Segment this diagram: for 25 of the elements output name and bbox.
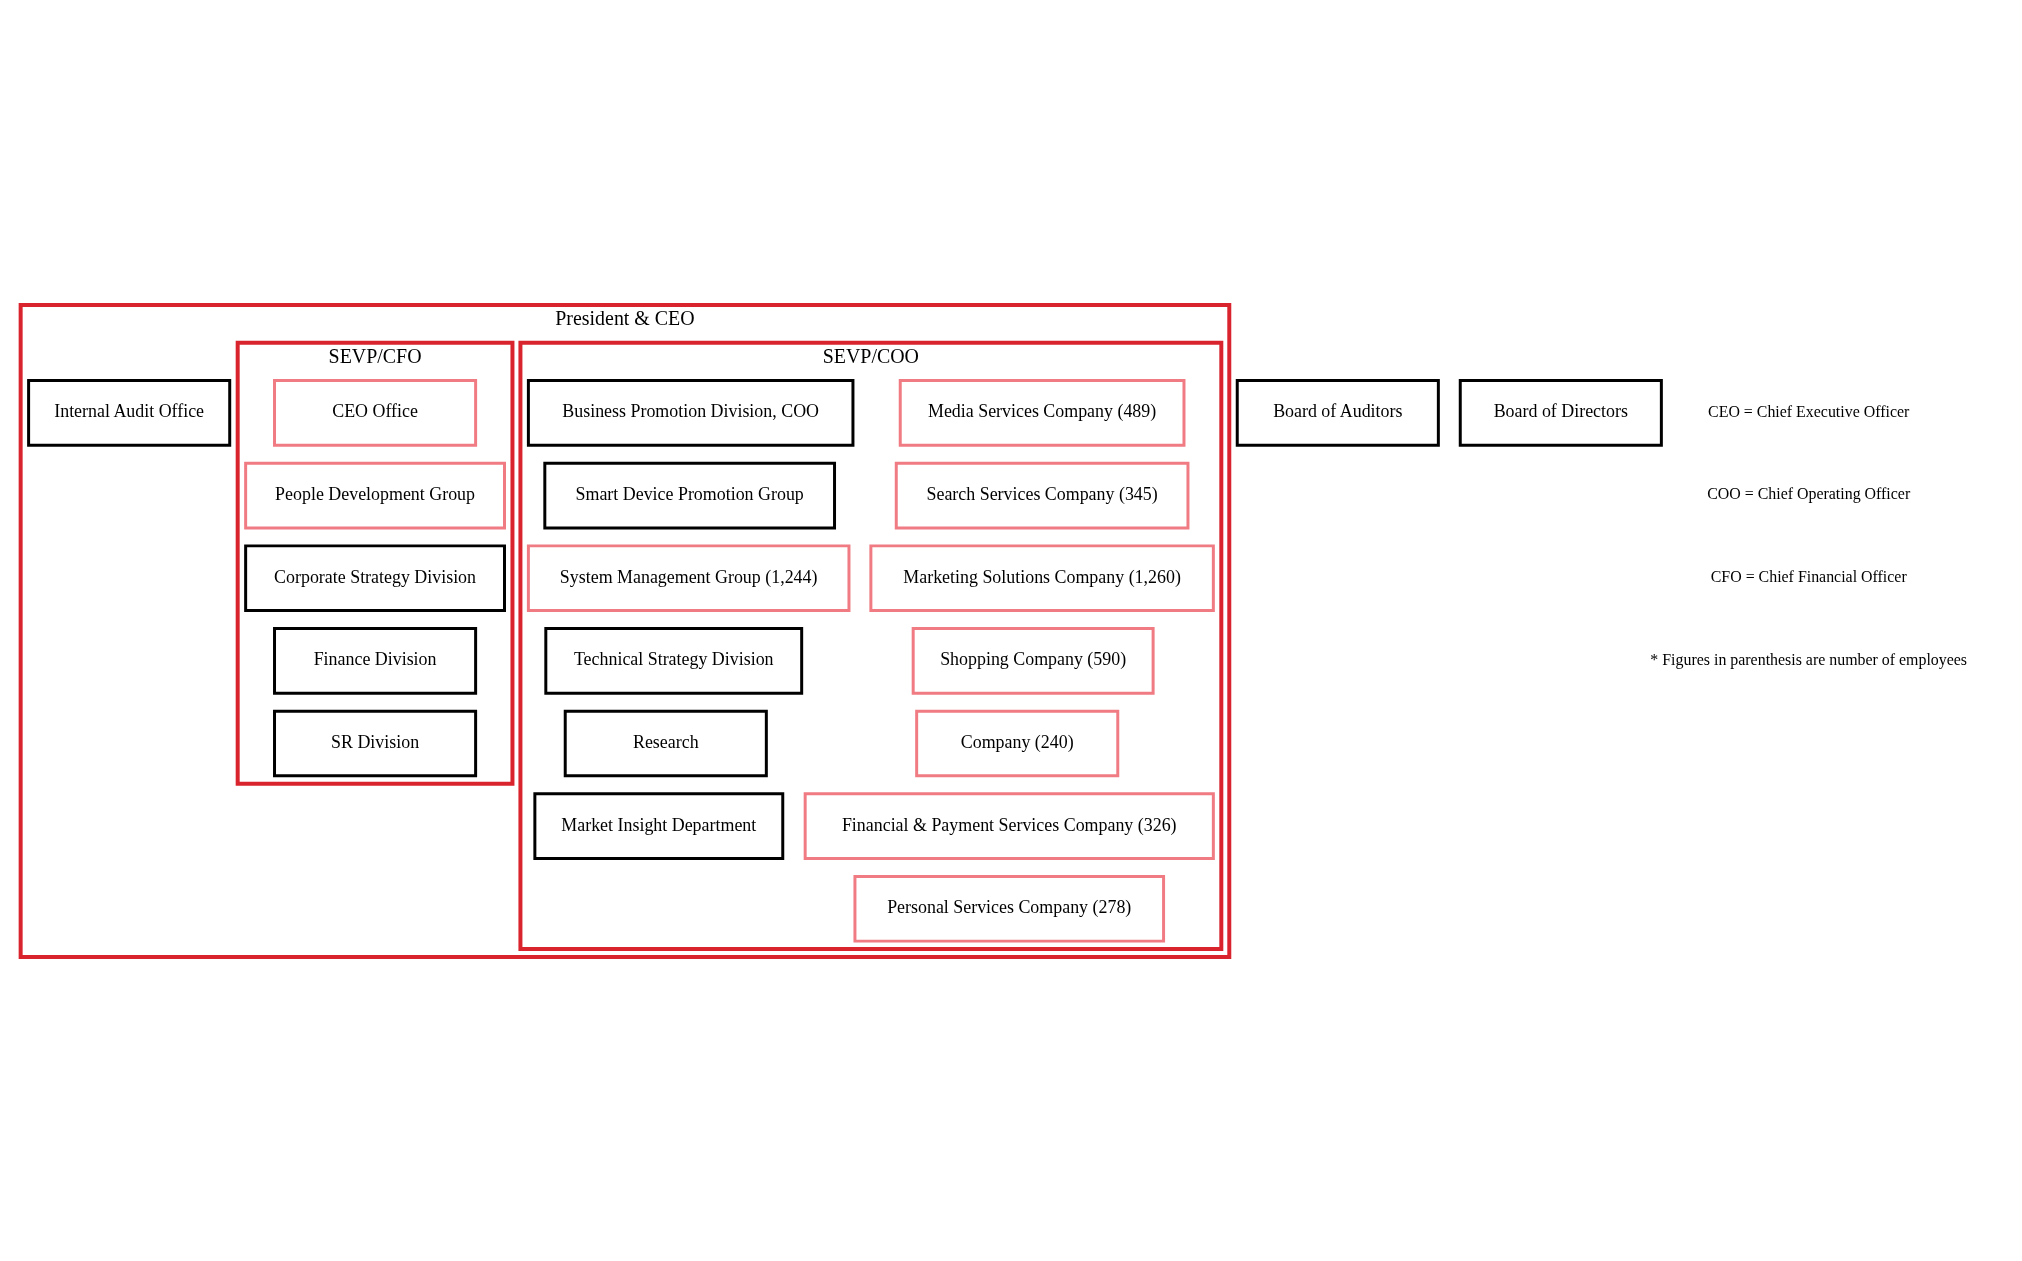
node-box: Board of Directors: [1458, 378, 1663, 447]
node-box: Media Services Company (489): [898, 378, 1186, 447]
node-box: Shopping Company (590): [911, 626, 1155, 695]
node-box: CEO Office: [273, 378, 478, 447]
label: COO = Chief Operating Officer: [1707, 484, 1911, 502]
node-box: Research: [563, 709, 768, 777]
node-box: Search Services Company (345): [894, 461, 1190, 529]
node-box: System Management Group (1,244): [526, 543, 851, 612]
label: * Figures in parenthesis are number of employees: [1650, 650, 1968, 668]
node-box: Corporate Strategy Division: [244, 543, 506, 612]
node-box: Business Promotion Division, COO: [526, 378, 855, 447]
node-box: Technical Strategy Division: [544, 626, 804, 695]
label: CEO = Chief Executive Officer: [1708, 402, 1910, 420]
node-box: Financial & Payment Services Company (326): [803, 791, 1215, 860]
node-box: Finance Division: [273, 626, 478, 695]
label: CFO = Chief Financial Officer: [1710, 567, 1907, 585]
node-box: Smart Device Promotion Group: [543, 461, 837, 529]
node-box: Board of Auditors: [1235, 378, 1440, 447]
node-box: Internal Audit Office: [27, 378, 232, 447]
node-box: People Development Group: [244, 461, 506, 529]
node-box: Marketing Solutions Company (1,260): [869, 543, 1215, 612]
node-box: Market Insight Department: [533, 791, 785, 860]
node-box: Company (240): [915, 709, 1120, 777]
node-box: Personal Services Company (278): [853, 874, 1166, 943]
node-box: SR Division: [273, 709, 478, 777]
